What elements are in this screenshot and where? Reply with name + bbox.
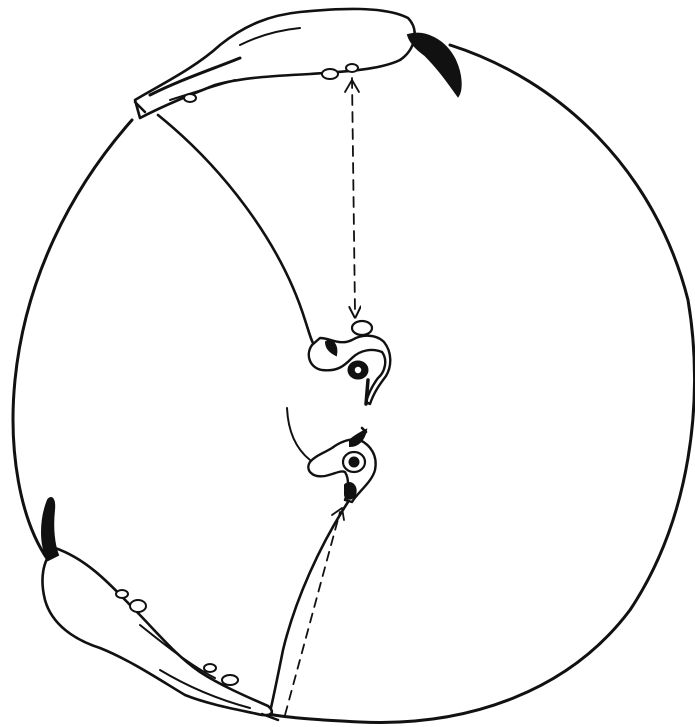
lower-curled-figure xyxy=(287,408,376,502)
bottom-crayfish-figure xyxy=(42,498,278,720)
dashed-arrow-down xyxy=(352,78,355,312)
top-crayfish-figure xyxy=(135,9,461,118)
connecting-curve-lower xyxy=(270,502,348,712)
upper-curled-figure xyxy=(309,321,390,404)
connecting-curve-upper xyxy=(158,115,318,350)
